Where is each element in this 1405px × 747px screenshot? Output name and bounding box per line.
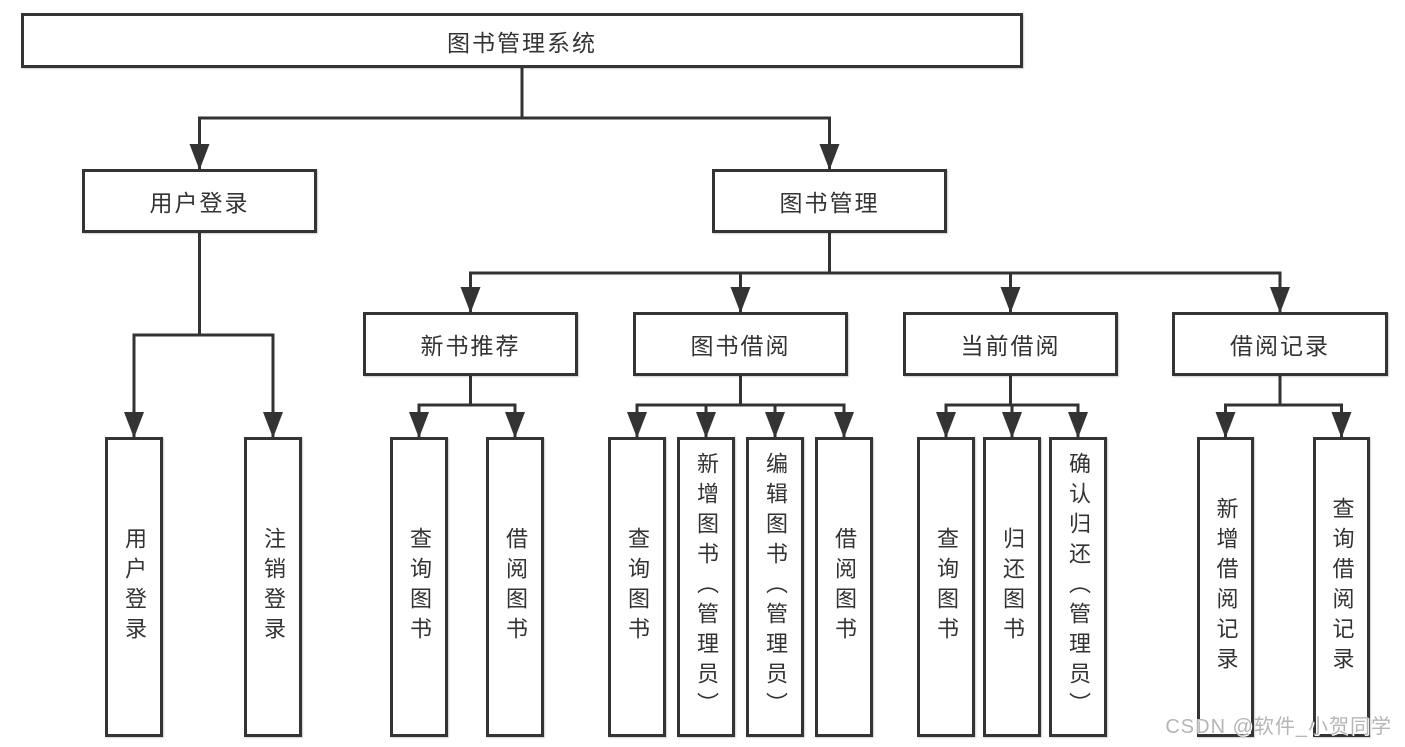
leaf-borrow-query-books: 查询图书 (608, 437, 666, 737)
leaf-current-confirm-return-admin: 确认归还（管理员） (1049, 437, 1107, 737)
node-book-borrow: 图书借阅 (633, 312, 848, 376)
leaf-newrec-borrow-books: 借阅图书 (486, 437, 544, 737)
connector-user-login (132, 231, 275, 440)
node-user-login: 用户登录 (82, 169, 317, 233)
leaf-borrow-edit-books-admin: 编辑图书（管理员） (746, 437, 804, 737)
leaf-borrow-borrow-books: 借阅图书 (815, 437, 873, 737)
connector-borrow-records (1224, 374, 1343, 440)
node-new-book-rec: 新书推荐 (363, 312, 578, 376)
node-borrow-records: 借阅记录 (1172, 312, 1388, 376)
leaf-logout: 注销登录 (244, 437, 302, 737)
leaf-newrec-query-books: 查询图书 (390, 437, 448, 737)
leaf-current-query-books: 查询图书 (917, 437, 975, 737)
connector-book-borrow (635, 374, 846, 440)
node-book-mgmt: 图书管理 (712, 169, 947, 233)
leaf-current-return-books: 归还图书 (983, 437, 1041, 737)
leaf-user-login: 用户登录 (105, 437, 163, 737)
leaf-records-add-record: 新增借阅记录 (1197, 437, 1254, 737)
connector-new-book-rec (417, 374, 517, 440)
leaf-borrow-add-books-admin: 新增图书（管理员） (677, 437, 735, 737)
connector-root (198, 66, 831, 172)
connector-book-mgmt (469, 231, 1282, 315)
node-current-borrow: 当前借阅 (903, 312, 1118, 376)
watermark: CSDN @软件_小贺同学 (1165, 716, 1392, 738)
leaf-records-query-record: 查询借阅记录 (1313, 437, 1370, 737)
node-root: 图书管理系统 (21, 13, 1023, 68)
